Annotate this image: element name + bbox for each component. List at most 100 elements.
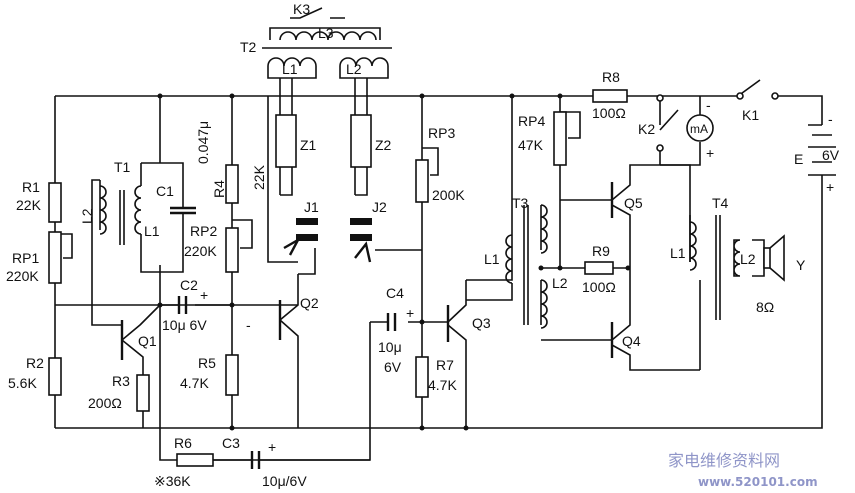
- label-r2: R2: [26, 355, 44, 371]
- label-t4-l1: L1: [670, 245, 686, 261]
- l1-mid-coil: [505, 234, 513, 284]
- label-e-val: 6V: [822, 147, 840, 163]
- label-r1-val: 22K: [16, 197, 42, 213]
- label-t2-l1: L1: [282, 61, 298, 77]
- t3-primary-coil: [540, 204, 548, 254]
- switch-terminals: [656, 92, 779, 152]
- label-t1-l1: L1: [144, 223, 160, 239]
- label-c4-plus: +: [406, 305, 414, 321]
- label-c2-val: 10μ 6V: [162, 317, 207, 333]
- label-q4: Q4: [622, 333, 641, 349]
- label-t1-l2: L2: [79, 208, 95, 224]
- label-ma-minus: -: [706, 97, 711, 113]
- j1-bar-bot: [296, 234, 318, 241]
- label-t4: T4: [712, 195, 729, 211]
- label-speaker: Y: [796, 257, 806, 273]
- label-c1: C1: [156, 183, 174, 199]
- label-r4: R4: [211, 180, 227, 198]
- rp3-body: [415, 159, 429, 203]
- label-r1: R1: [22, 179, 40, 195]
- label-r8-val: 100Ω: [592, 105, 626, 121]
- label-t3-l2: L2: [552, 275, 568, 291]
- label-c3-val: 10μ/6V: [262, 473, 307, 489]
- label-r5: R5: [198, 355, 216, 371]
- labels: K3 L3 T2 L1 L2 R1 22K RP1 220K T1 L2 L1 …: [6, 1, 840, 489]
- z1-body: [275, 114, 297, 168]
- capacitors: [170, 206, 397, 469]
- z2-body: [350, 114, 372, 168]
- label-battery-minus: -: [828, 111, 833, 127]
- t2-l1-coil: [267, 57, 317, 79]
- label-speaker-val: 8Ω: [756, 299, 774, 315]
- label-q1: Q1: [138, 333, 157, 349]
- j1-bar-top: [296, 218, 318, 225]
- watermark-url: www.520101.com: [698, 475, 818, 489]
- c4-plates: [386, 313, 397, 331]
- label-rp3-val: 200K: [432, 187, 465, 203]
- junction-dots: [157, 93, 631, 431]
- ma-meter: [686, 114, 714, 142]
- label-battery-plus: +: [826, 179, 834, 195]
- label-t3: T3: [512, 195, 529, 211]
- label-c3: C3: [222, 435, 240, 451]
- t1-l2-coil: [99, 185, 107, 235]
- label-ma: mA: [690, 122, 708, 136]
- t1-l1-coil: [134, 185, 142, 235]
- label-c4: C4: [386, 285, 404, 301]
- label-l3: L3: [318, 25, 334, 41]
- r9-body: [584, 261, 614, 275]
- j2-bar-top: [350, 218, 372, 225]
- rp2-body: [225, 227, 239, 273]
- label-rp1: RP1: [12, 250, 39, 266]
- inductors: [99, 7, 765, 329]
- rp4-body: [553, 111, 567, 166]
- label-minus: -: [246, 317, 251, 333]
- r8-body: [592, 89, 628, 103]
- label-k2: K2: [638, 121, 655, 137]
- label-z1: Z1: [300, 137, 317, 153]
- label-c4-val1: 10μ: [378, 339, 402, 355]
- r3-body: [136, 374, 150, 412]
- label-e: E: [794, 151, 803, 167]
- label-t4-l2: L2: [740, 251, 756, 267]
- label-q5: Q5: [624, 195, 643, 211]
- c1-plates: [170, 206, 196, 215]
- transistors: [120, 182, 614, 360]
- c2-plates: [177, 296, 188, 314]
- label-rp1-val: 220K: [6, 268, 39, 284]
- label-q3: Q3: [472, 315, 491, 331]
- r7-body: [415, 356, 429, 398]
- r4-body: [225, 164, 239, 204]
- r1-body: [48, 182, 62, 223]
- watermark: 家电维修资料网 www.520101.com: [668, 451, 818, 489]
- label-c4-val2: 6V: [384, 359, 402, 375]
- label-rp3: RP3: [428, 125, 455, 141]
- label-rp2-val: 220K: [184, 243, 217, 259]
- t4-primary-coil: [689, 221, 697, 271]
- label-r3-val: 200Ω: [88, 395, 122, 411]
- label-r5-val: 4.7K: [180, 375, 209, 391]
- label-k1: K1: [742, 107, 759, 123]
- label-c2-plus: +: [200, 287, 208, 303]
- label-r6: R6: [174, 435, 192, 451]
- label-r9-val: 100Ω: [582, 279, 616, 295]
- j2-bar-bot: [350, 234, 372, 241]
- label-t2: T2: [240, 39, 257, 55]
- reeds: [275, 114, 372, 263]
- label-z2: Z2: [375, 137, 392, 153]
- label-q2: Q2: [300, 295, 319, 311]
- t4-secondary-coil: [733, 239, 741, 277]
- label-r4-val: 22K: [251, 164, 267, 190]
- label-k3: K3: [293, 1, 310, 17]
- label-r8: R8: [602, 69, 620, 85]
- label-r7: R7: [436, 357, 454, 373]
- label-l1-mid: L1: [484, 251, 500, 267]
- label-r9: R9: [592, 243, 610, 259]
- watermark-text: 家电维修资料网: [668, 451, 780, 470]
- label-c3-plus: +: [268, 439, 276, 455]
- t2-l3-coil: [269, 27, 381, 41]
- label-t2-l2: L2: [346, 61, 362, 77]
- r6-body: [176, 453, 214, 467]
- t2-l2-coil: [339, 57, 389, 79]
